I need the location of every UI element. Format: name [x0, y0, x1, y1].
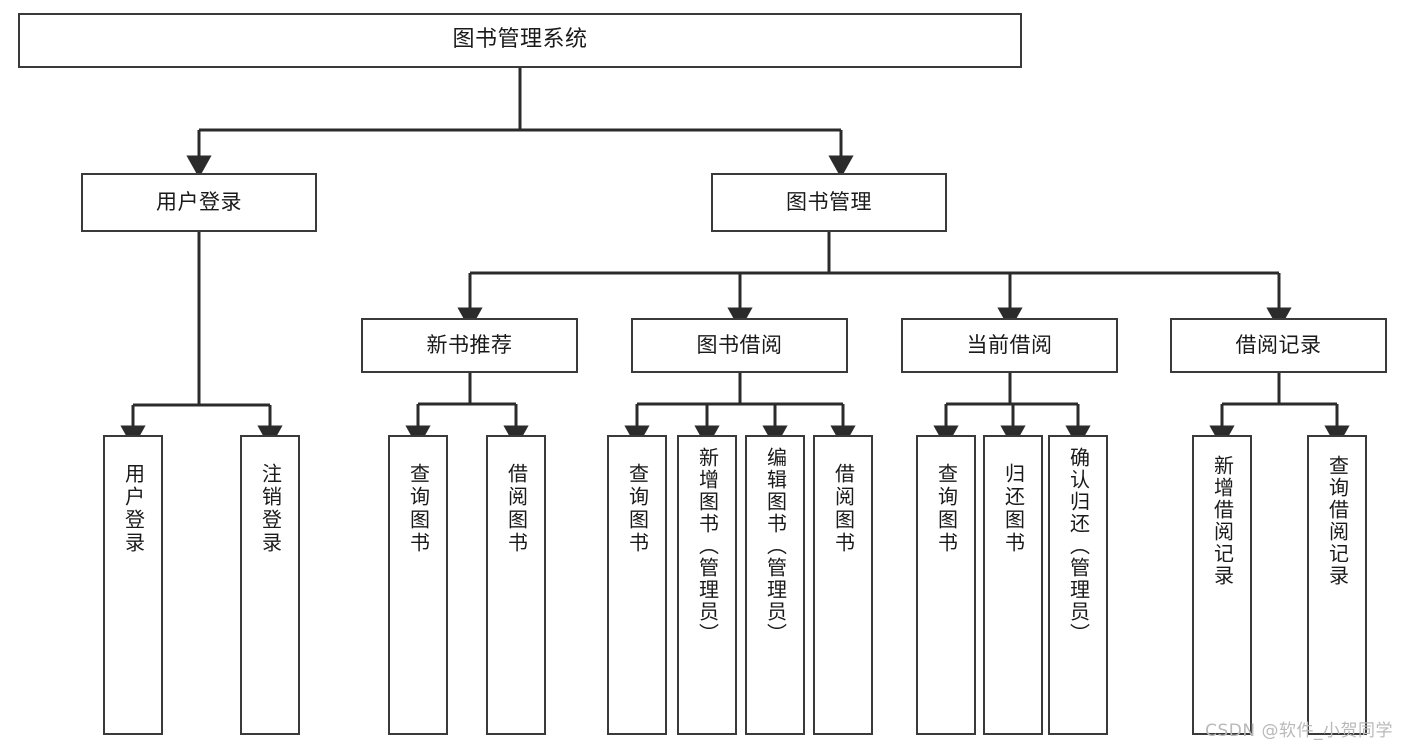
leaf-new-book-borrow-book[interactable]: 借阅图书 [486, 435, 546, 735]
node-label: 查询图书 [406, 463, 431, 555]
leaf-borrow-record-add-record[interactable]: 新增借阅记录 [1192, 435, 1252, 735]
node-label: 新增借阅记录 [1210, 455, 1235, 587]
node-label: 确认归还（管理员） [1066, 447, 1091, 645]
node-label: 查询图书 [934, 463, 959, 555]
node-current-borrow[interactable]: 当前借阅 [901, 318, 1118, 373]
leaf-current-borrow-query-book[interactable]: 查询图书 [916, 435, 976, 735]
leaf-current-borrow-confirm-return-admin[interactable]: 确认归还（管理员） [1048, 435, 1108, 735]
node-label: 借阅图书 [504, 463, 529, 555]
node-label: 用户登录 [121, 463, 146, 555]
node-borrow-record[interactable]: 借阅记录 [1170, 318, 1387, 373]
node-label: 注销登录 [258, 463, 283, 555]
node-label: 新增图书（管理员） [695, 447, 720, 645]
node-label: 编辑图书（管理员） [763, 447, 788, 645]
node-label: 用户登录 [156, 189, 242, 214]
leaf-book-borrow-add-book-admin[interactable]: 新增图书（管理员） [677, 435, 737, 735]
node-book-management[interactable]: 图书管理 [711, 173, 947, 232]
leaf-book-borrow-query-book[interactable]: 查询图书 [607, 435, 667, 735]
node-label: 归还图书 [1001, 463, 1026, 555]
node-label: 查询借阅记录 [1325, 455, 1350, 587]
node-label: 图书借阅 [696, 332, 783, 357]
leaf-book-borrow-borrow-book[interactable]: 借阅图书 [813, 435, 873, 735]
node-label: 图书管理系统 [452, 27, 588, 53]
node-root-book-management-system[interactable]: 图书管理系统 [18, 13, 1022, 68]
leaf-book-borrow-edit-book-admin[interactable]: 编辑图书（管理员） [745, 435, 805, 735]
leaf-new-book-query-book[interactable]: 查询图书 [388, 435, 448, 735]
node-book-borrow[interactable]: 图书借阅 [631, 318, 848, 373]
csdn-watermark: CSDN @软件_小贺同学 [1205, 721, 1393, 741]
node-label: 图书管理 [786, 189, 872, 214]
node-label: 借阅图书 [831, 463, 856, 555]
node-new-book-recommend[interactable]: 新书推荐 [361, 318, 578, 373]
node-label: 查询图书 [625, 463, 650, 555]
node-label: 借阅记录 [1235, 332, 1322, 357]
leaf-current-borrow-return-book[interactable]: 归还图书 [983, 435, 1043, 735]
leaf-user-login-login[interactable]: 用户登录 [103, 435, 163, 735]
leaf-borrow-record-query-record[interactable]: 查询借阅记录 [1307, 435, 1367, 735]
node-label: 新书推荐 [426, 332, 513, 357]
leaf-user-login-logout[interactable]: 注销登录 [240, 435, 300, 735]
node-label: 当前借阅 [966, 332, 1053, 357]
node-user-login[interactable]: 用户登录 [81, 173, 317, 232]
